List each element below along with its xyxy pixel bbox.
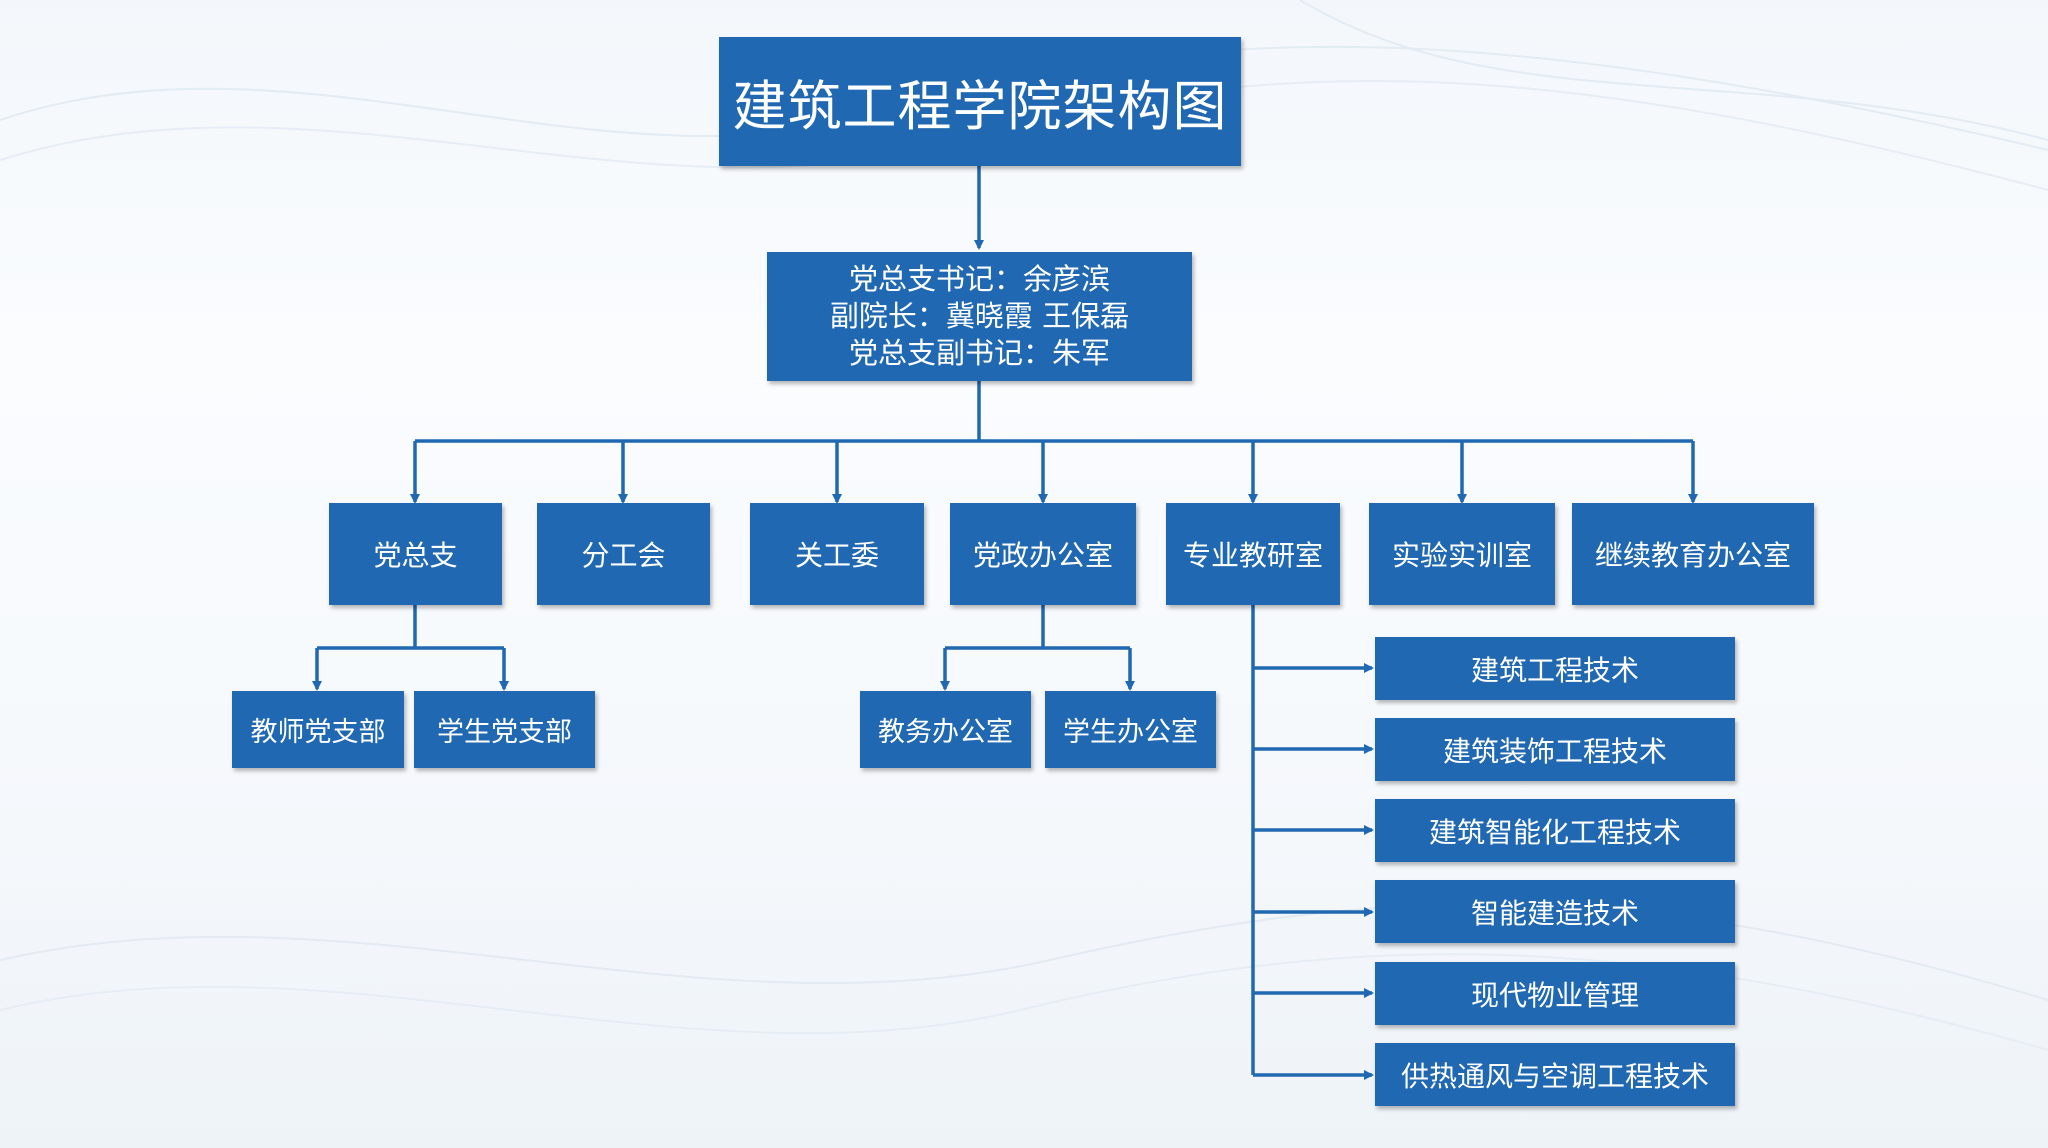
- major-decoration-engineering: 建筑装饰工程技术: [1375, 718, 1735, 781]
- student-affairs-office: 学生办公室: [1045, 691, 1216, 768]
- dept-party-committee: 党总支: [329, 503, 502, 605]
- dept-continuing-education: 继续教育办公室: [1572, 503, 1814, 605]
- leadership-line-1: 党总支书记：余彦滨: [848, 262, 1110, 296]
- major-intelligent-building: 建筑智能化工程技术: [1375, 799, 1735, 862]
- major-intelligent-construction: 智能建造技术: [1375, 880, 1735, 943]
- major-building-engineering: 建筑工程技术: [1375, 637, 1735, 700]
- major-hvac-engineering: 供热通风与空调工程技术: [1375, 1043, 1735, 1106]
- chart-title: 建筑工程学院架构图: [719, 37, 1241, 166]
- academic-affairs-office: 教务办公室: [860, 691, 1031, 768]
- leadership-line-3: 党总支副书记：朱军: [848, 336, 1110, 370]
- major-property-management: 现代物业管理: [1375, 962, 1735, 1025]
- leadership-box: 党总支书记：余彦滨 副院长：冀晓霞 王保磊 党总支副书记：朱军: [767, 252, 1192, 381]
- student-party-branch: 学生党支部: [414, 691, 595, 768]
- teacher-party-branch: 教师党支部: [232, 691, 404, 768]
- dept-admin-office: 党政办公室: [950, 503, 1136, 605]
- dept-caring-committee: 关工委: [750, 503, 924, 605]
- dept-teaching-research: 专业教研室: [1166, 503, 1340, 605]
- dept-lab-training: 实验实训室: [1369, 503, 1555, 605]
- dept-labor-union: 分工会: [537, 503, 710, 605]
- leadership-line-2: 副院长：冀晓霞 王保磊: [829, 299, 1130, 333]
